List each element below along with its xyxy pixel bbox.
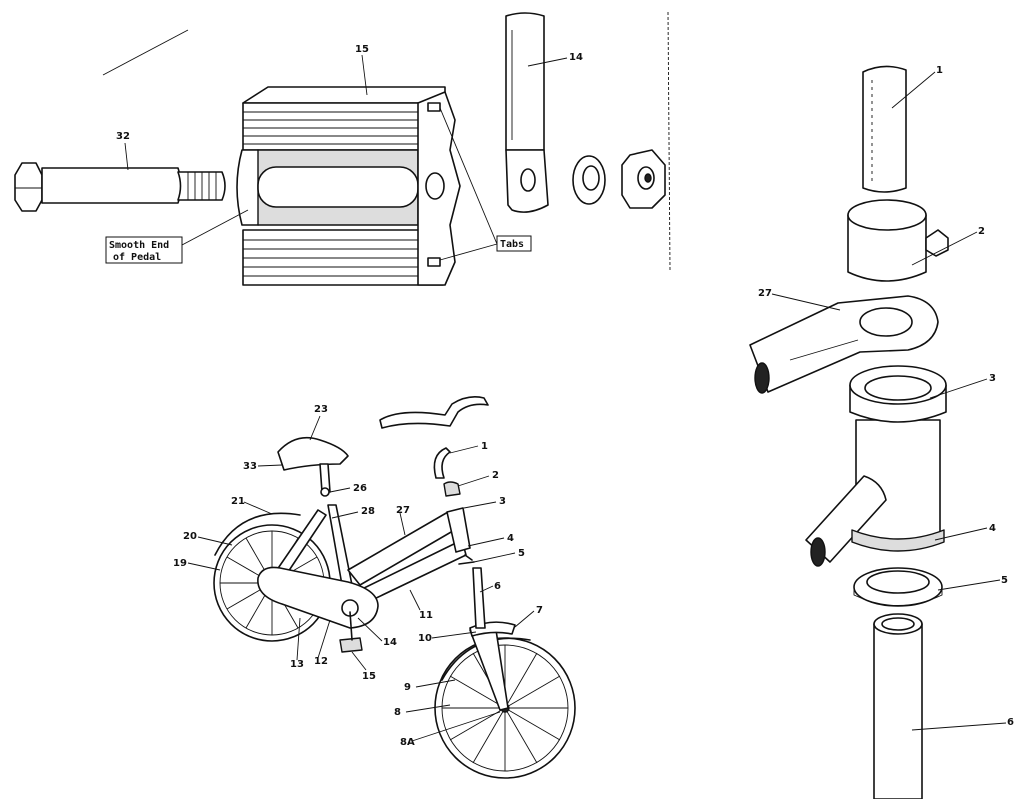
callout-28: 28 [361, 506, 375, 517]
seat [277, 436, 349, 497]
tabs-label: Tabs [500, 239, 524, 250]
callout-9: 9 [404, 682, 411, 693]
steering-assembly [379, 396, 489, 629]
callout-12: 12 [314, 656, 328, 667]
callout-32: 32 [116, 131, 130, 142]
callout-5: 5 [518, 548, 525, 559]
callout-15: 15 [362, 671, 376, 682]
pedal-assembly: 32 15 14 Smooth End of Pedal Tabs [14, 12, 666, 286]
callout-10: 10 [418, 633, 432, 644]
page-marks [102, 11, 671, 271]
callout-11: 11 [419, 610, 433, 621]
callout-15: 15 [355, 44, 369, 55]
headset-callout-2: 2 [978, 226, 985, 237]
headset-callout-1: 1 [936, 65, 943, 76]
callout-8: 8 [394, 707, 401, 718]
callout-6: 6 [494, 581, 501, 592]
smooth-end-label-line2: of Pedal [113, 252, 161, 263]
bicycle-overview: 23 33 26 21 28 27 20 19 1 2 3 4 5 6 7 10… [173, 396, 576, 779]
callout-3: 3 [499, 496, 506, 507]
callout-7: 7 [536, 605, 543, 616]
pedal-body [236, 86, 461, 286]
headset-callout-4: 4 [989, 523, 996, 534]
headset-callout-27: 27 [758, 288, 772, 299]
frame-tube [749, 295, 939, 394]
crank-arm [505, 12, 549, 213]
smooth-end-label-line1: Smooth End [109, 240, 169, 251]
callout-1: 1 [481, 441, 488, 452]
front-fork [469, 621, 516, 711]
handlebar-stem [862, 65, 907, 193]
headset-callout-3: 3 [989, 373, 996, 384]
callout-26: 26 [353, 483, 367, 494]
bearing-washer [853, 567, 943, 607]
callout-33: 33 [243, 461, 257, 472]
bicycle-pedal [339, 637, 363, 653]
headset-callout-5: 5 [1001, 575, 1008, 586]
pedal-axle-bolt [14, 162, 226, 212]
fork-steerer-tube [873, 613, 923, 799]
callout-21: 21 [231, 496, 245, 507]
callout-23: 23 [314, 404, 328, 415]
headset-callout-6: 6 [1007, 717, 1014, 728]
callout-14: 14 [569, 52, 583, 63]
expander-clamp [847, 199, 949, 282]
rear-fender [214, 512, 301, 556]
lock-washer [572, 155, 606, 205]
callout-20: 20 [183, 531, 197, 542]
headset-assembly: 1 2 27 3 4 5 6 [749, 65, 1014, 799]
callout-14: 14 [383, 637, 397, 648]
callout-8a: 8A [400, 737, 415, 748]
callout-27: 27 [396, 505, 410, 516]
callout-13: 13 [290, 659, 304, 670]
callout-2: 2 [492, 470, 499, 481]
callout-4: 4 [507, 533, 514, 544]
hex-nut [621, 149, 666, 209]
callout-19: 19 [173, 558, 187, 569]
lower-cup [851, 529, 945, 552]
